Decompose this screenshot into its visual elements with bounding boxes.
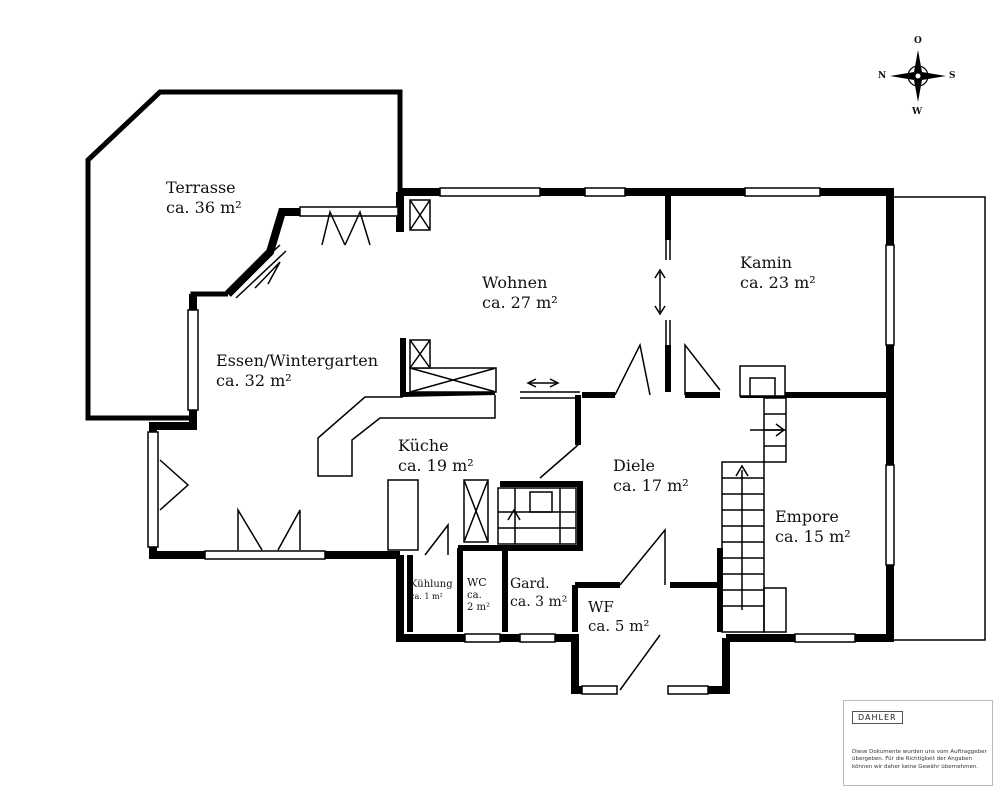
- room-area: ca. 27 m²: [482, 293, 558, 312]
- room-area: ca. 32 m²: [216, 371, 292, 390]
- staircase: [721, 397, 787, 633]
- windows: [147, 187, 895, 695]
- disclaimer-text: Diese Dokumente wurden uns vom Auftragge…: [852, 749, 987, 770]
- room-name: Empore: [775, 507, 839, 526]
- room-label-wc: WC ca. 2 m²: [467, 576, 490, 615]
- shafts: [409, 199, 786, 543]
- room-area: ca. 36 m²: [166, 198, 242, 217]
- room-name: WC: [467, 576, 487, 589]
- room-label-essen: Essen/Wintergarten ca. 32 m²: [216, 351, 378, 391]
- room-label-wf: WF ca. 5 m²: [588, 598, 649, 636]
- room-label-gard: Gard. ca. 3 m²: [510, 576, 567, 611]
- room-area: ca. 17 m²: [613, 476, 689, 495]
- disclaimer-box: DAHLER Diese Dokumente wurden uns vom Au…: [843, 700, 993, 786]
- room-area-line1: ca.: [467, 589, 482, 601]
- room-name: Gard.: [510, 576, 550, 592]
- compass-star-icon: [890, 50, 946, 102]
- room-label-diele: Diele ca. 17 m²: [613, 456, 689, 496]
- room-name: Kamin: [740, 253, 793, 272]
- kitchen-counters: [317, 367, 497, 551]
- room-label-kamin: Kamin ca. 23 m²: [740, 253, 816, 293]
- room-area: ca. 19 m²: [398, 456, 474, 475]
- room-label-wohnen: Wohnen ca. 27 m²: [482, 273, 558, 313]
- doors: [159, 209, 721, 691]
- room-label-empore: Empore ca. 15 m²: [775, 507, 851, 547]
- room-label-kuehlung: Kühlung ca. 1 m²: [410, 579, 453, 602]
- compass-rose: O N S W: [874, 36, 964, 120]
- room-name: Diele: [613, 456, 655, 475]
- compass-west-label: W: [912, 107, 923, 117]
- room-area: ca. 3 m²: [510, 593, 568, 610]
- room-area: ca. 23 m²: [740, 273, 816, 292]
- balcony-outline: [894, 196, 986, 641]
- room-area: ca. 15 m²: [775, 527, 851, 546]
- room-name: Küche: [398, 436, 449, 455]
- room-area: ca. 5 m²: [588, 616, 650, 635]
- compass-south-label: S: [949, 71, 956, 81]
- room-name: Terrasse: [166, 178, 236, 197]
- room-label-kueche: Küche ca. 19 m²: [398, 436, 474, 476]
- spiral-stair: [497, 487, 577, 545]
- room-name: WF: [588, 598, 614, 616]
- sliding-door-marks: [520, 220, 671, 399]
- room-area-line2: 2 m²: [467, 602, 491, 614]
- room-name: Kühlung: [410, 579, 453, 590]
- room-label-terrasse: Terrasse ca. 36 m²: [166, 178, 242, 218]
- dahler-logo: DAHLER: [852, 711, 903, 724]
- room-name: Essen/Wintergarten: [216, 351, 379, 370]
- room-name: Wohnen: [482, 273, 548, 292]
- room-area: ca. 1 m²: [410, 591, 443, 601]
- compass-north-label: N: [878, 71, 887, 81]
- compass-east-label: O: [914, 36, 922, 46]
